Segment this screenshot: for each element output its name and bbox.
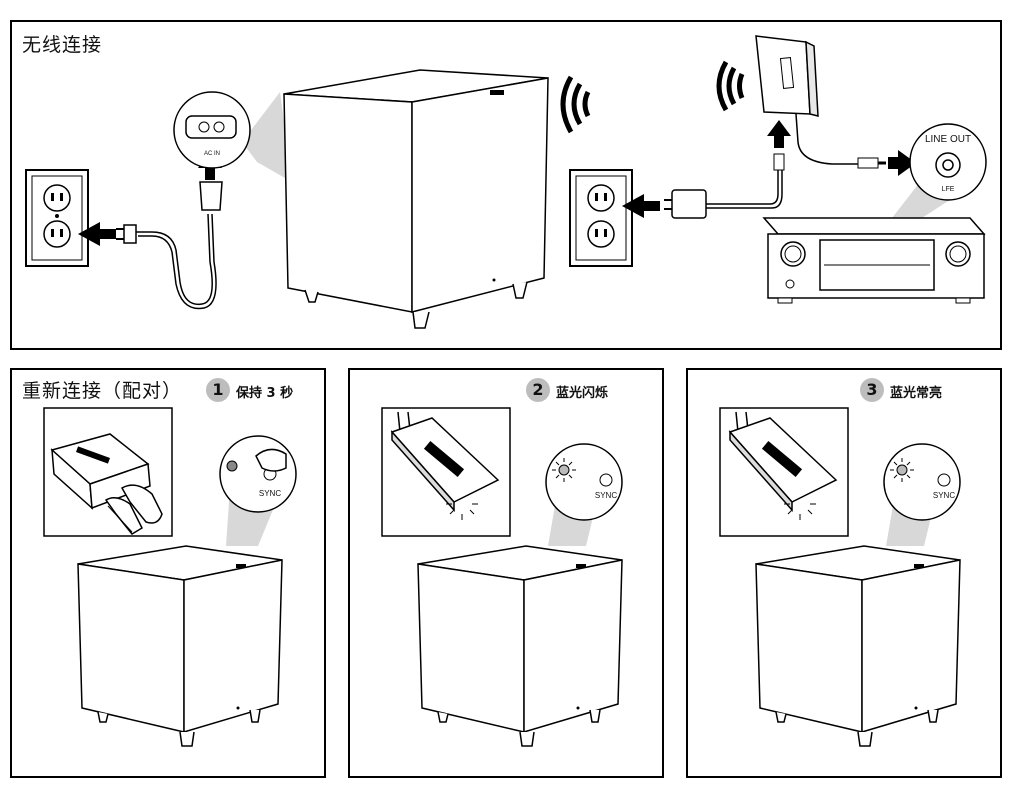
panel-title: 重新连接（配对） bbox=[22, 380, 183, 402]
av-receiver bbox=[762, 217, 986, 304]
sync-button[interactable] bbox=[937, 473, 951, 487]
subwoofer bbox=[755, 545, 961, 747]
sync-label: SYNC bbox=[933, 491, 955, 500]
sync-label: SYNC bbox=[595, 491, 617, 500]
power-adapter bbox=[664, 153, 785, 219]
wall-outlet-left bbox=[25, 169, 89, 267]
blinking-led-icon bbox=[446, 503, 478, 520]
steady-led-icon bbox=[784, 503, 816, 520]
arrow-to-outlet-left bbox=[78, 222, 116, 246]
sync-zoom-circle bbox=[545, 443, 623, 521]
step-label: 蓝光闪烁 bbox=[556, 386, 609, 401]
status-led-off bbox=[226, 460, 238, 472]
wireless-diagram: AC IN bbox=[25, 35, 987, 329]
sync-zoom-circle bbox=[883, 443, 961, 521]
wireless-signal-icon bbox=[716, 60, 745, 112]
transmitter-illustration bbox=[728, 411, 838, 520]
status-led-steady bbox=[896, 464, 908, 476]
panel-title: 无线连接 bbox=[22, 34, 103, 56]
wireless-connection-panel: 无线连接 AC IN bbox=[10, 20, 1002, 350]
sync-zoom-circle bbox=[219, 435, 297, 513]
step-label: 保持 3 秒 bbox=[236, 386, 294, 401]
finger-press-illustration bbox=[50, 433, 163, 535]
status-led-blinking bbox=[558, 464, 570, 476]
transmitter-illustration bbox=[390, 411, 500, 520]
power-plug bbox=[116, 213, 217, 310]
lfe-label: LFE bbox=[942, 186, 955, 193]
sync-button[interactable] bbox=[599, 473, 613, 487]
wall-outlet-right bbox=[569, 169, 633, 267]
pairing-panel: 重新连接（配对） 1 保持 3 秒 SYNC bbox=[10, 368, 326, 778]
pairing-diagram: SYNC bbox=[43, 407, 297, 747]
blinking-panel: 2 蓝光闪烁 SYNC bbox=[348, 368, 664, 778]
step-number-badge: 1 bbox=[206, 378, 230, 402]
ac-in-label: AC IN bbox=[204, 151, 220, 157]
line-out-label: LINE OUT bbox=[925, 134, 971, 145]
arrow-up-to-transmitter bbox=[767, 120, 791, 148]
zoom-beam-ac bbox=[242, 92, 292, 182]
finger-icon bbox=[255, 448, 287, 472]
step-number-badge: 2 bbox=[526, 378, 550, 402]
ac-connector bbox=[199, 181, 223, 211]
steady-led-icon bbox=[890, 458, 914, 482]
subwoofer bbox=[283, 69, 549, 329]
arrow-to-line-out bbox=[888, 150, 916, 176]
wireless-signal-icon bbox=[560, 75, 591, 134]
steady-diagram: SYNC bbox=[719, 407, 961, 747]
arrow-to-outlet-right bbox=[622, 194, 660, 218]
subwoofer bbox=[77, 545, 283, 747]
subwoofer bbox=[417, 545, 623, 747]
blinking-diagram: SYNC bbox=[381, 407, 623, 747]
wireless-transmitter bbox=[755, 35, 886, 169]
blinking-led-icon bbox=[552, 458, 576, 482]
sync-label: SYNC bbox=[259, 489, 281, 498]
step-number-badge: 3 bbox=[860, 378, 884, 402]
steady-panel: 3 蓝光常亮 SYNC bbox=[686, 368, 1002, 778]
step-label: 蓝光常亮 bbox=[890, 386, 943, 401]
